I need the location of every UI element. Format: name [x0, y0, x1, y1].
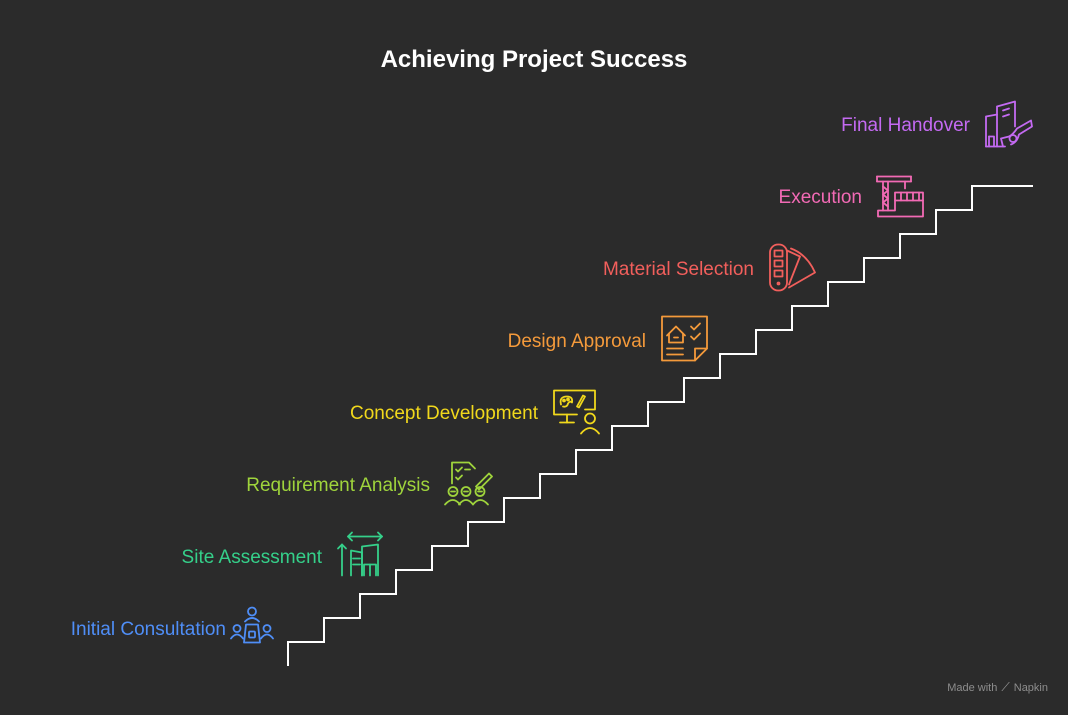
diagram-title: Achieving Project Success [380, 46, 688, 73]
meeting-icon [229, 605, 275, 656]
napkin-watermark: Made with ⟋ Napkin [947, 680, 1048, 695]
step-label-material-selection: Material Selection [602, 259, 754, 280]
buildings-measure-icon [334, 531, 384, 586]
step-label-design-approval: Design Approval [507, 331, 646, 352]
step-label-site-assessment: Site Assessment [181, 547, 322, 568]
brand-name: Napkin [1013, 681, 1048, 694]
checklist-team-icon [443, 459, 493, 514]
napkin-logo-icon: ⟋ [1001, 680, 1010, 694]
brand-prefix: Made with [947, 681, 998, 694]
step-label-initial-consultation: Initial Consultation [70, 619, 226, 640]
step-label-final-handover: Final Handover [841, 115, 970, 136]
step-label-concept-development: Concept Development [350, 403, 538, 424]
presentation-designer-icon [551, 387, 601, 442]
approved-house-plan-icon [659, 315, 709, 370]
step-label-execution: Execution [778, 187, 862, 208]
building-key-icon [983, 99, 1033, 154]
step-label-requirement-analysis: Requirement Analysis [246, 475, 430, 496]
crane-construction-icon [875, 171, 925, 226]
material-swatches-icon [767, 243, 817, 298]
